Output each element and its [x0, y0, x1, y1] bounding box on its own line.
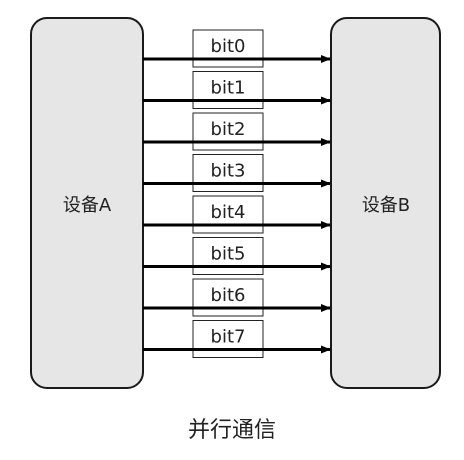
bit-label: bit1 [211, 78, 246, 99]
bit-label-box [192, 195, 264, 234]
bit-label-box [192, 154, 264, 192]
bit-label-box [192, 237, 264, 275]
diagram-caption: 并行通信 [187, 418, 276, 443]
bit-label-box [192, 320, 264, 358]
device-b-box [330, 17, 441, 389]
bit-label-box [192, 71, 264, 109]
bit-label: bit3 [211, 161, 246, 182]
bit-label-box [192, 112, 264, 151]
bit-label: bit0 [211, 36, 246, 57]
device-a-label: 设备A [63, 195, 112, 216]
bit-label: bit4 [211, 202, 246, 223]
device-b-label: 设备B [362, 195, 410, 216]
device-a-box [30, 17, 144, 389]
bit-label: bit6 [211, 285, 246, 306]
bit-label: bit7 [211, 327, 246, 348]
bit-label-box [192, 29, 264, 68]
bit-label: bit5 [211, 244, 246, 265]
bit-label: bit2 [211, 119, 246, 140]
bit-label-box [192, 278, 264, 317]
